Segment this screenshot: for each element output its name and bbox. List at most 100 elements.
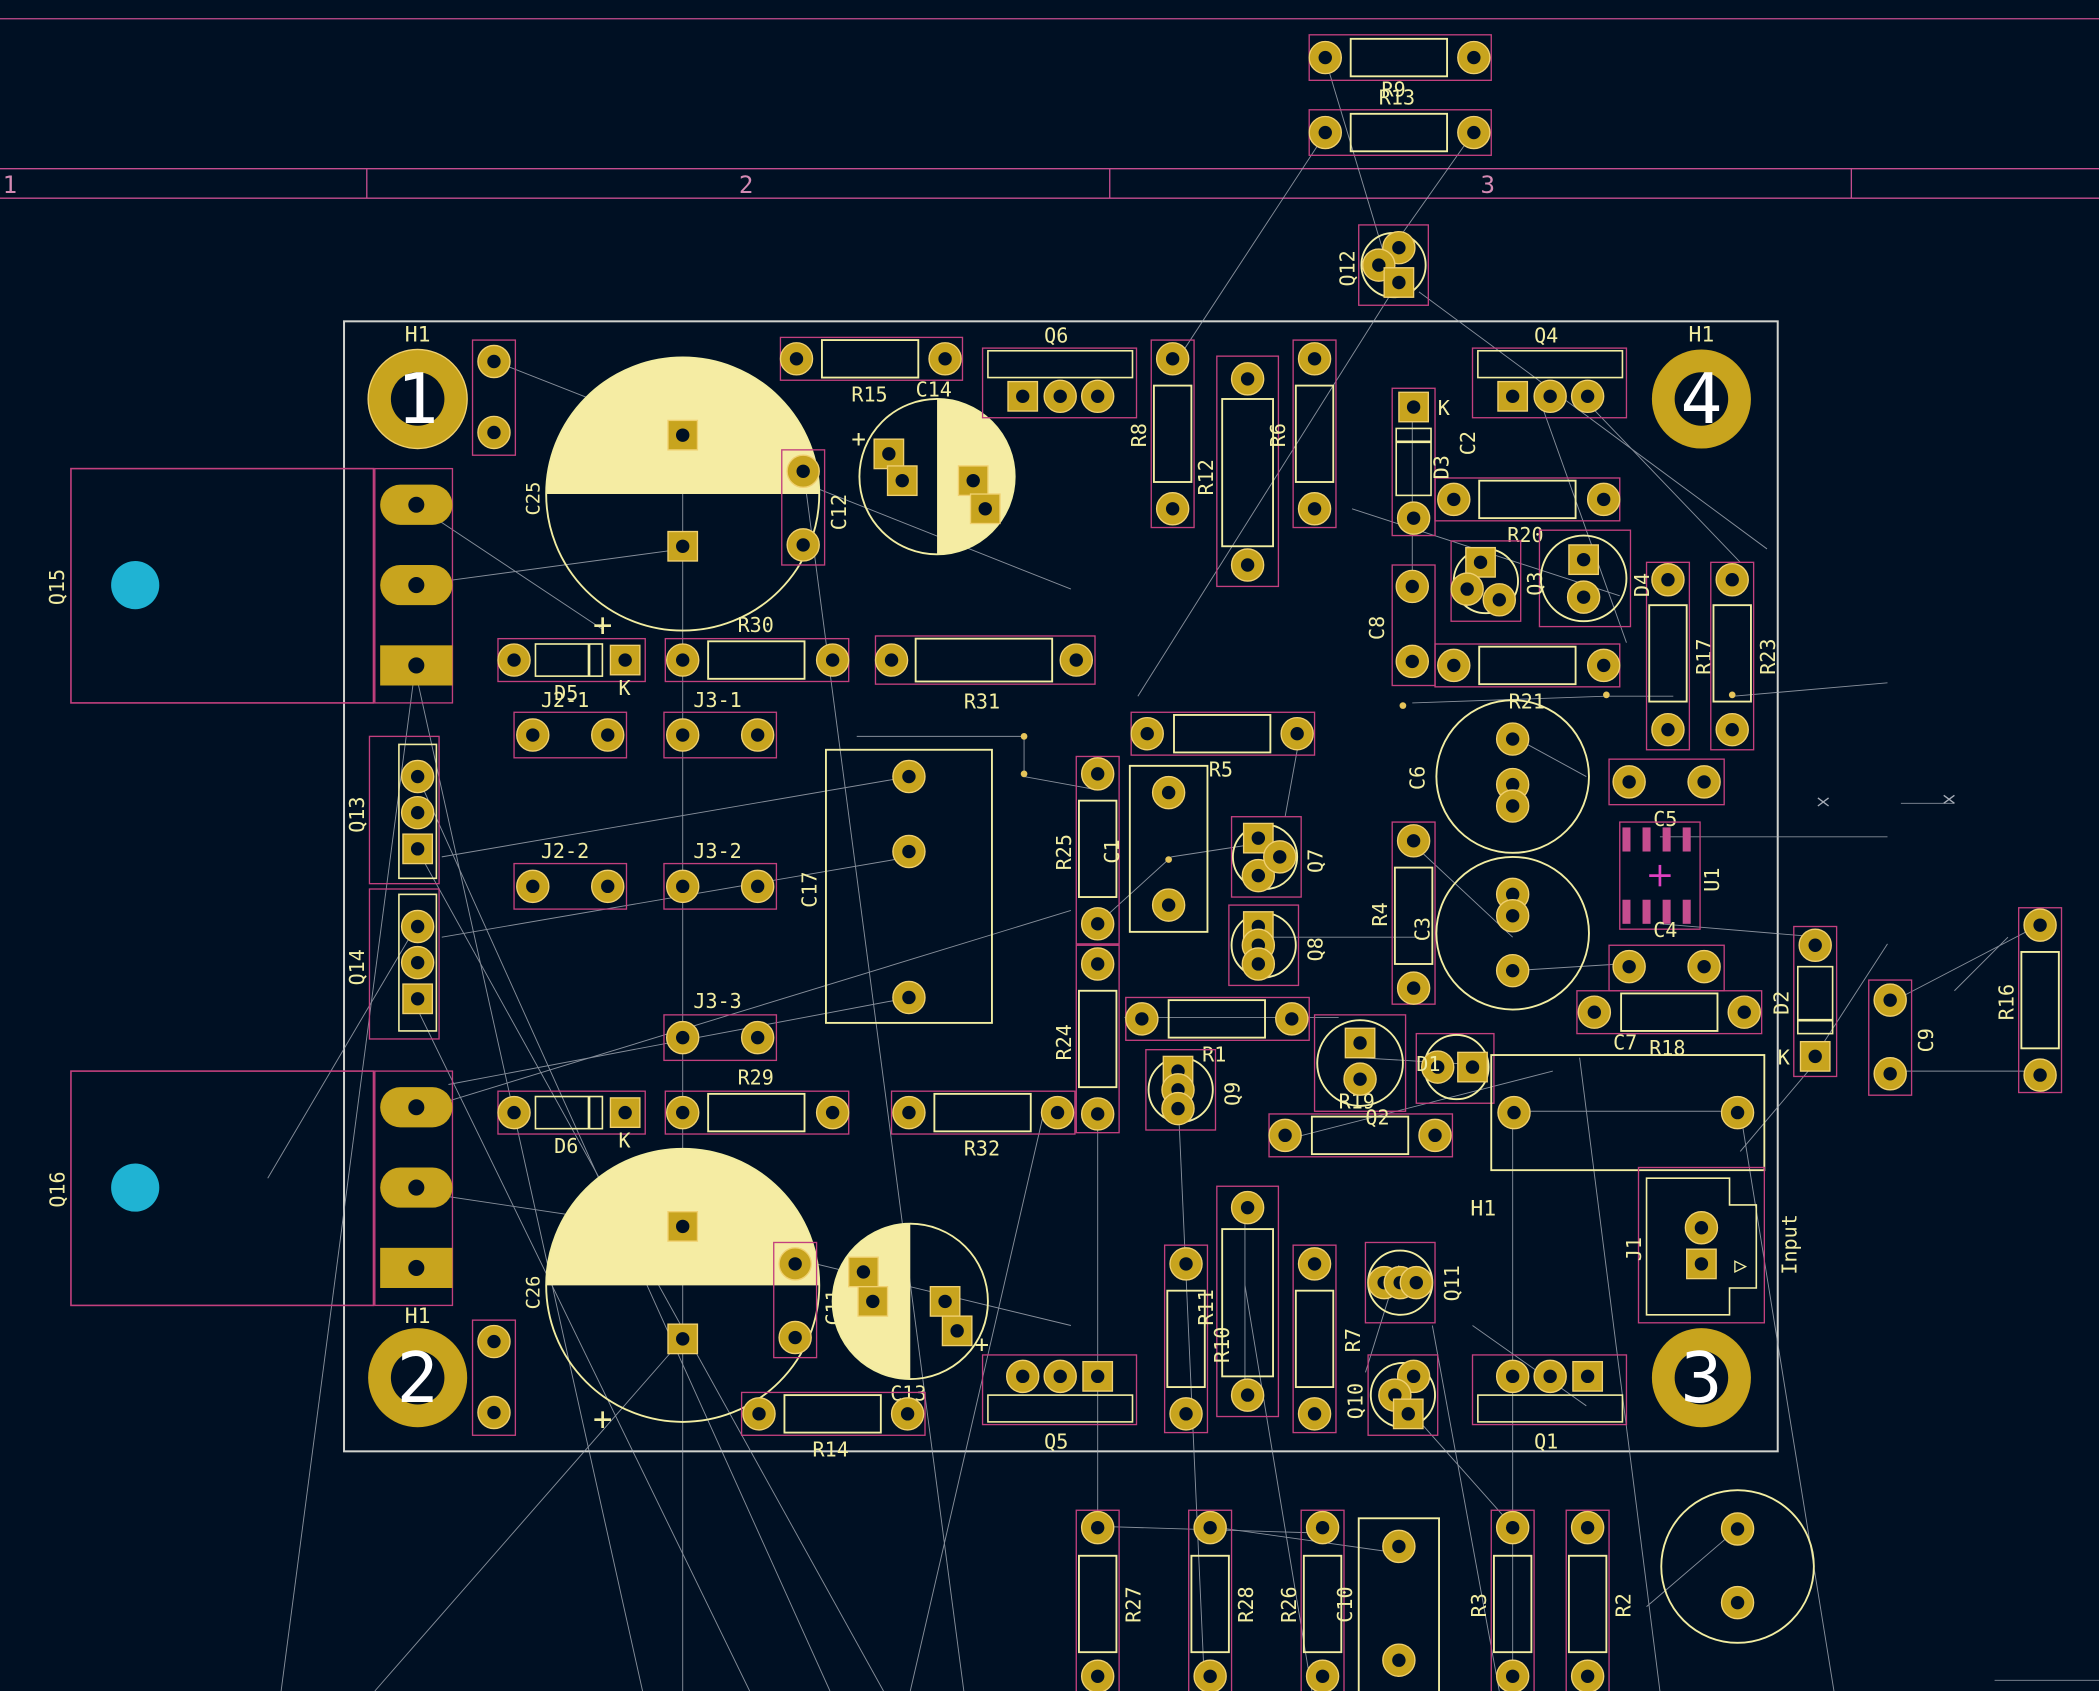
- footprint-r20[interactable]: [1434, 477, 1621, 522]
- footprint-c10[interactable]: [1357, 1517, 1440, 1691]
- footprint-q16[interactable]: [70, 1070, 454, 1307]
- footprint-q1[interactable]: [1471, 1354, 1628, 1426]
- footprint-c9[interactable]: [1868, 979, 1913, 1096]
- footprint-q3[interactable]: [1450, 540, 1522, 622]
- ref-q14: Q14: [345, 949, 369, 985]
- footprint-r29[interactable]: [664, 1090, 850, 1135]
- footprint-c3[interactable]: [1435, 855, 1590, 1011]
- footprint-c1[interactable]: [1128, 764, 1209, 933]
- footprint-c17[interactable]: [825, 748, 993, 1024]
- ref-r30: R30: [738, 613, 774, 637]
- footprint-r23[interactable]: [1710, 561, 1755, 751]
- footprint-r16[interactable]: [2018, 907, 2063, 1094]
- footprint-d2[interactable]: [1793, 925, 1838, 1078]
- footprint-r14[interactable]: [740, 1391, 926, 1436]
- footprint-q15[interactable]: [70, 467, 454, 704]
- ref-r26: R26: [1277, 1586, 1301, 1622]
- footprint-c11[interactable]: [773, 1241, 818, 1359]
- ref-d2: D2: [1769, 991, 1793, 1015]
- footprint-j3-1[interactable]: [663, 711, 778, 759]
- mounting-hole-2[interactable]: [368, 1328, 468, 1428]
- footprint-r18[interactable]: [1576, 990, 1763, 1035]
- footprint-q4[interactable]: [1471, 347, 1628, 419]
- footprint-r11[interactable]: [1163, 1244, 1209, 1434]
- footprint-c5[interactable]: [1608, 758, 1725, 806]
- footprint-r28[interactable]: [1188, 1509, 1233, 1691]
- footprint-r1[interactable]: [1125, 996, 1310, 1041]
- footprint-round-cap-bottom[interactable]: [1660, 1489, 1815, 1644]
- footprint-r6[interactable]: [1292, 339, 1337, 529]
- footprint-q12[interactable]: [1358, 224, 1430, 306]
- footprint-r3[interactable]: [1490, 1509, 1535, 1691]
- ref-r15: R15: [851, 383, 887, 407]
- footprint-r15[interactable]: [779, 336, 964, 381]
- footprint-q10[interactable]: [1367, 1354, 1439, 1436]
- footprint-r19[interactable]: [1268, 1113, 1454, 1158]
- footprint-j1-input[interactable]: [1637, 1166, 1766, 1324]
- footprint-q6[interactable]: [981, 347, 1138, 419]
- footprint-d6[interactable]: [497, 1090, 646, 1135]
- footprint-r27[interactable]: [1075, 1509, 1120, 1691]
- footprint-r12[interactable]: [1216, 355, 1280, 588]
- footprint-u1[interactable]: [1619, 821, 1701, 930]
- footprint-q2[interactable]: [1313, 1014, 1407, 1112]
- footprint-q8[interactable]: [1228, 904, 1300, 987]
- footprint-q5[interactable]: [981, 1354, 1138, 1426]
- mounting-hole-4[interactable]: [1651, 349, 1751, 449]
- footprint-r32[interactable]: [890, 1090, 1076, 1135]
- footprint-c12[interactable]: [781, 449, 826, 566]
- footprint-c14[interactable]: +: [851, 398, 1016, 556]
- footprint-cap-bottom-left[interactable]: [471, 1319, 517, 1436]
- svg-text:+: +: [593, 1400, 612, 1438]
- footprint-q7[interactable]: [1230, 816, 1302, 898]
- footprint-q9[interactable]: [1145, 1049, 1217, 1131]
- footprint-r31[interactable]: [874, 635, 1096, 685]
- footprint-r7[interactable]: [1292, 1244, 1337, 1434]
- footprint-j2-2[interactable]: [513, 862, 628, 910]
- ref-c26: C26: [523, 1276, 544, 1310]
- ref-d3: D3: [1429, 455, 1453, 479]
- ref-r20: R20: [1507, 523, 1543, 547]
- footprint-d1[interactable]: [1415, 1032, 1495, 1104]
- footprint-h1-mid-block[interactable]: [1490, 1054, 1766, 1172]
- footprint-r10[interactable]: [1216, 1185, 1280, 1418]
- ref-d5: D5: [554, 681, 578, 705]
- footprint-r21[interactable]: [1434, 643, 1621, 688]
- mounting-hole-number: 1: [397, 359, 439, 440]
- ref-q10: Q10: [1344, 1383, 1368, 1419]
- footprint-cap-top-left[interactable]: [471, 339, 517, 456]
- footprint-r24[interactable]: [1075, 944, 1120, 1134]
- footprint-c26[interactable]: +: [545, 1147, 821, 1438]
- mounting-hole-3[interactable]: [1651, 1328, 1751, 1428]
- footprint-q14[interactable]: [368, 888, 440, 1040]
- footprint-q11[interactable]: [1364, 1241, 1436, 1324]
- footprint-r9[interactable]: [1308, 34, 1492, 82]
- ref-c10: C10: [1333, 1586, 1357, 1622]
- mounting-hole-1[interactable]: [367, 348, 468, 450]
- footprint-r5[interactable]: [1130, 711, 1316, 756]
- footprint-c6[interactable]: [1435, 699, 1590, 854]
- footprint-r30[interactable]: [664, 637, 850, 683]
- footprint-r26[interactable]: [1300, 1509, 1345, 1691]
- footprint-r13[interactable]: [1308, 109, 1492, 156]
- footprint-c13[interactable]: +: [831, 1222, 989, 1380]
- footprint-c25[interactable]: +: [545, 356, 821, 644]
- ref-r13: R13: [1379, 85, 1415, 109]
- ref-c4: C4: [1653, 918, 1677, 942]
- footprint-d5[interactable]: [497, 637, 646, 683]
- footprint-r17[interactable]: [1645, 561, 1691, 751]
- footprint-j2-1[interactable]: [513, 711, 628, 759]
- footprint-d4[interactable]: [1538, 529, 1632, 628]
- footprint-j3-3[interactable]: [663, 1014, 778, 1062]
- footprint-c4[interactable]: [1608, 944, 1725, 992]
- footprint-d3[interactable]: [1391, 387, 1436, 537]
- footprint-r25[interactable]: [1075, 755, 1120, 945]
- footprint-r4[interactable]: [1391, 821, 1436, 1005]
- footprint-r8[interactable]: [1150, 339, 1195, 529]
- ref-r8: R8: [1127, 423, 1151, 447]
- footprint-r2[interactable]: [1565, 1509, 1610, 1691]
- footprint-c8[interactable]: [1391, 564, 1436, 687]
- footprint-j3-2[interactable]: [663, 862, 778, 910]
- footprint-q13[interactable]: [368, 735, 440, 885]
